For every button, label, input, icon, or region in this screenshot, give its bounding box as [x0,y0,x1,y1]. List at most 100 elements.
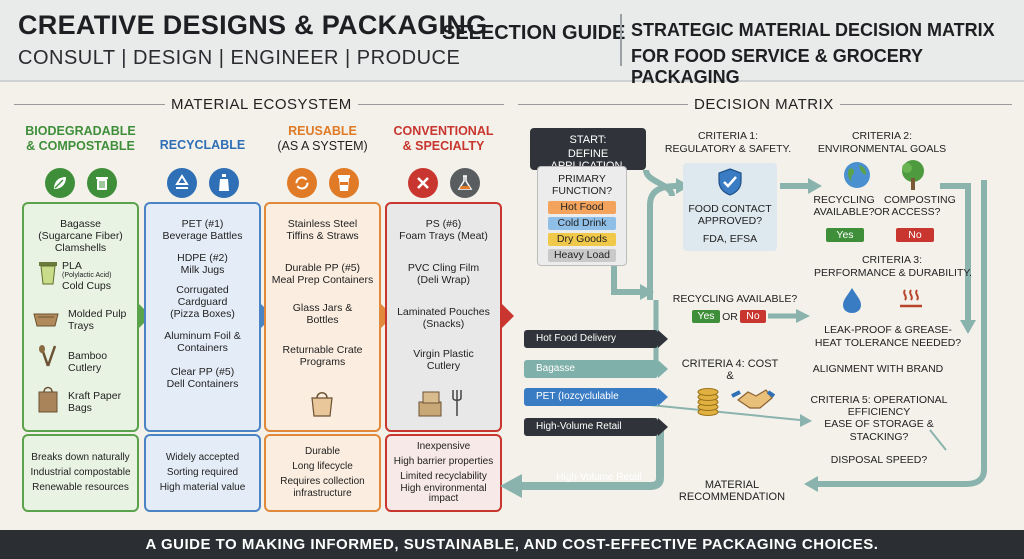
item-line: Beverage Battles [162,230,243,242]
function-heavy-load[interactable]: Heavy Load [548,249,616,262]
output-hot-food-delivery[interactable]: Hot Food Delivery [524,330,658,348]
q-line: COMPOSTING [884,194,956,206]
criteria3-question: LEAK-PROOF & GREASE- [824,324,952,336]
bamboo-cutlery-icon [36,344,60,370]
leaf-icon [44,168,75,198]
recyclable-traits-box: Widely accepted Sorting required High ma… [144,434,261,512]
criteria1-standards: FDA, EFSA [702,233,758,245]
selection-guide-title: SELECTION GUIDE [442,22,626,44]
output-arrow-dark-2 [658,418,668,436]
column-reusable-icons [264,168,381,198]
item-line: (Deli Wrap) [417,274,470,286]
item-line: Cutlery [426,360,461,372]
lab-flask-icon [449,168,480,198]
criteria5-disposal-question: DISPOSAL SPEED? [830,454,928,466]
function-hot-food[interactable]: Hot Food [548,201,616,214]
trait-text: impact [428,493,459,504]
trait-text: Breaks down naturally [31,452,130,463]
conventional-materials-box: PS (#6) Foam Trays (Meat) PVC Cling Film… [385,202,502,432]
item-line-small: (Polylactic Acid) [62,272,112,279]
primary-function-box: PRIMARY FUNCTION? Hot Food Cold Drink Dr… [537,166,627,266]
conventional-traits-box: Inexpensive High barrier properties Limi… [385,434,502,512]
criteria1-box: FOOD CONTACT APPROVED? FDA, EFSA [683,163,777,251]
trait-text: Widely accepted [165,452,240,463]
item-line: Cold Cups [62,280,112,292]
heading-line2: & COMPOSTABLE [26,139,135,153]
criteria5-storage-question-sub: STACKING? [849,431,909,443]
biodegradable-traits-box: Breaks down naturally Industrial compost… [22,434,139,512]
item-line: Clear PP (#5) [170,366,235,378]
material-bagasse: Bagasse (Sugarcane Fiber) Clamshells [24,218,137,254]
item-line: Dell Containers [166,378,239,390]
heading-line1: BIODEGRADABLE [25,124,136,138]
output-arrow-dark [658,330,668,348]
heading-line1: RECYCLABLE [159,138,246,152]
output-label: Hot Food Delivery [536,333,617,344]
criteria1-title: CRITERIA 1: [697,130,759,142]
item-line: Cutlery [68,362,102,374]
column-reusable-heading: REUSABLE (AS A SYSTEM) [264,124,381,154]
matrix-title: DECISION MATRIX [688,96,840,113]
strategic-title-line1: STRATEGIC MATERIAL DECISION MATRIX [631,20,995,40]
item-line: PS (#6) [425,218,462,230]
output-bagasse[interactable]: Bagasse [524,360,658,378]
material-clear-pp: Clear PP (#5) Dell Containers [146,366,259,390]
item-line: Foam Trays (Meat) [399,230,488,242]
item-line: Kraft Paper [68,390,122,402]
item-line: Milk Jugs [180,264,225,276]
material-virgin-plastic: Virgin Plastic Cutlery [387,348,500,372]
item-line: (Sugarcane Fiber) [38,230,123,242]
item-line: PLA [62,260,82,272]
header-bar: CREATIVE DESIGNS & PACKAGING CONSULT | D… [0,0,1024,87]
output-label: PET (Iozcyclulable [536,391,619,402]
function-cold-drink[interactable]: Cold Drink [548,217,616,230]
trait-text: Durable [304,446,341,457]
material-returnable-crate: Returnable Crate Programs [266,344,379,368]
trait-text: Industrial compostable [30,467,131,478]
material-aluminum: Aluminum Foil & Containers [146,330,259,354]
criteria2-title: CRITERIA 2: [851,130,913,142]
item-line: Corrugated [176,284,229,296]
q-line: ACCESS? [891,206,941,218]
trait-text: Limited recyclability [400,471,487,482]
column-biodegradable: BIODEGRADABLE & COMPOSTABLE Bagasse (Sug… [22,124,151,512]
material-durable-pp: Durable PP (#5) Meal Prep Containers [266,262,379,286]
recycling-available-question: RECYCLING AVAILABLE? [672,293,798,305]
strategic-title-line2: FOR FOOD SERVICE & GROCERY PACKAGING [631,46,923,87]
item-line: Cardguard [177,296,228,308]
q-line: RECYCLING [813,194,875,206]
reusable-materials-box: Stainless Steel Tiffins & Straws Durable… [264,202,381,432]
criteria2-no-badge[interactable]: No [896,228,934,242]
item-line: PVC Cling Film [407,262,480,274]
output-high-volume-retail[interactable]: High-Volume Retail [524,418,658,436]
biodegradable-materials-box: Bagasse (Sugarcane Fiber) Clamshells PLA… [22,202,139,432]
material-ps: PS (#6) Foam Trays (Meat) [387,218,500,242]
function-dry-goods[interactable]: Dry Goods [548,233,616,246]
brand-alignment-label: ALIGNMENT WITH BRAND [812,363,944,375]
item-line: HDPE (#2) [177,252,228,264]
coins-handshake-icon [692,378,776,418]
trait-text: Sorting required [166,467,239,478]
criteria2-yes-badge[interactable]: Yes [826,228,864,242]
brand-title: CREATIVE DESIGNS & PACKAGING [18,10,488,40]
material-stainless-steel: Stainless Steel Tiffins & Straws [266,218,379,242]
recycling-no-badge[interactable]: No [740,310,766,323]
column-biodegradable-heading: BIODEGRADABLE & COMPOSTABLE [22,124,139,154]
trait-text: Requires collection [280,476,365,487]
paper-bag-icon [36,384,60,414]
heading-line2: & SPECIALTY [402,139,485,153]
material-bamboo: Bamboo Cutlery [68,350,107,374]
trait-text: Renewable resources [32,482,129,493]
column-conventional-heading: CONVENTIONAL & SPECIALTY [385,124,502,154]
output-pet-recyclable[interactable]: PET (Iozcyclulable [524,388,658,406]
criteria3-subtitle: PERFORMANCE & DURABILITY. [814,267,972,279]
recycling-yes-badge[interactable]: Yes [692,310,720,323]
trait-text: High environmental [400,483,487,494]
trash-bin-icon [86,168,117,198]
output-label: High-Volume Retail [536,421,622,432]
trait-text: High material value [159,482,246,493]
material-kraft-paper: Kraft Paper Bags [68,390,121,414]
criteria5-title: CRITERIA 5: OPERATIONAL EFFICIENCY [810,394,948,418]
material-molded-pulp: Molded Pulp Trays [68,308,126,332]
